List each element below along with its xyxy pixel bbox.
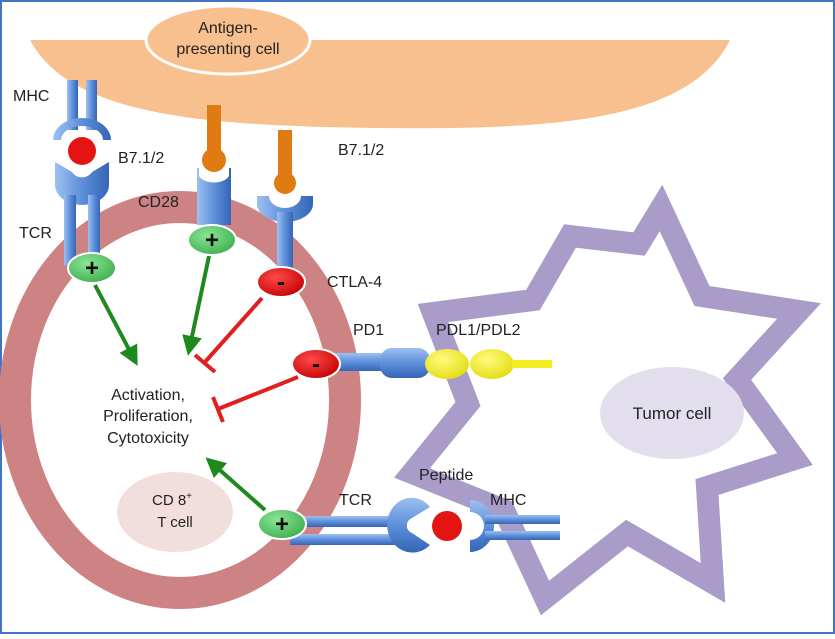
apc-label-line2: presenting cell	[176, 41, 279, 58]
mhc-top-label: MHC	[13, 88, 49, 105]
peptide-top-icon	[68, 137, 96, 165]
pdl-label: PDL1/PDL2	[436, 322, 521, 339]
apc-label-bubble	[144, 4, 312, 76]
ctla4-label: CTLA-4	[327, 274, 382, 291]
mhc-bottom-label: MHC	[490, 492, 526, 509]
cd28-receptor	[197, 168, 231, 225]
outcome-line2: Proliferation,	[103, 408, 193, 425]
b71-right-label: B7.1/2	[338, 142, 384, 159]
cd28-plus-badge: +	[187, 224, 237, 256]
svg-text:+: +	[85, 255, 99, 282]
pd1-minus-badge: -	[291, 348, 341, 380]
t-cell-membrane	[0, 191, 361, 609]
tcr-bottom-receptor	[290, 497, 430, 553]
ctla4-receptor	[257, 196, 313, 270]
apc-label-line1: Antigen-	[198, 20, 258, 37]
mhc-bottom-receptor	[470, 500, 560, 552]
svg-text:-: -	[312, 351, 320, 378]
t-cell-label-line2: T cell	[157, 514, 193, 531]
tumor-cell-membrane	[394, 184, 821, 616]
tcr-bottom-plus-badge: +	[257, 508, 307, 540]
t-cell-label-line1: CD 8+	[152, 491, 192, 509]
b7-right-ligand	[274, 130, 296, 194]
tcr-top-label: TCR	[19, 225, 52, 242]
inhibition-lines	[193, 296, 299, 423]
ctla4-minus-badge: -	[256, 266, 306, 298]
svg-text:+: +	[205, 227, 219, 254]
peptide-bottom-icon	[432, 511, 462, 541]
b71-left-label: B7.1/2	[118, 150, 164, 167]
svg-text:-: -	[277, 269, 285, 296]
outcome-line3: Cytotoxicity	[107, 430, 189, 447]
b7-left-ligand	[202, 105, 226, 172]
tcr-top-plus-badge: +	[67, 252, 117, 284]
tcr-bottom-label: TCR	[339, 492, 372, 509]
svg-text:+: +	[275, 511, 289, 538]
tcr-top-receptor	[55, 162, 109, 265]
pd1-receptor	[330, 348, 430, 378]
t-cell-label-bubble	[117, 472, 233, 552]
cd28-label: CD28	[138, 194, 179, 211]
mhc-top-receptor	[53, 80, 111, 140]
peptide-label: Peptide	[419, 467, 473, 484]
tumor-label-bubble	[600, 367, 744, 459]
tumor-label: Tumor cell	[633, 404, 712, 423]
outcome-line1: Activation,	[111, 387, 185, 404]
pd1-label: PD1	[353, 322, 384, 339]
pdl-ligand	[425, 349, 552, 379]
activation-arrows	[93, 255, 267, 512]
